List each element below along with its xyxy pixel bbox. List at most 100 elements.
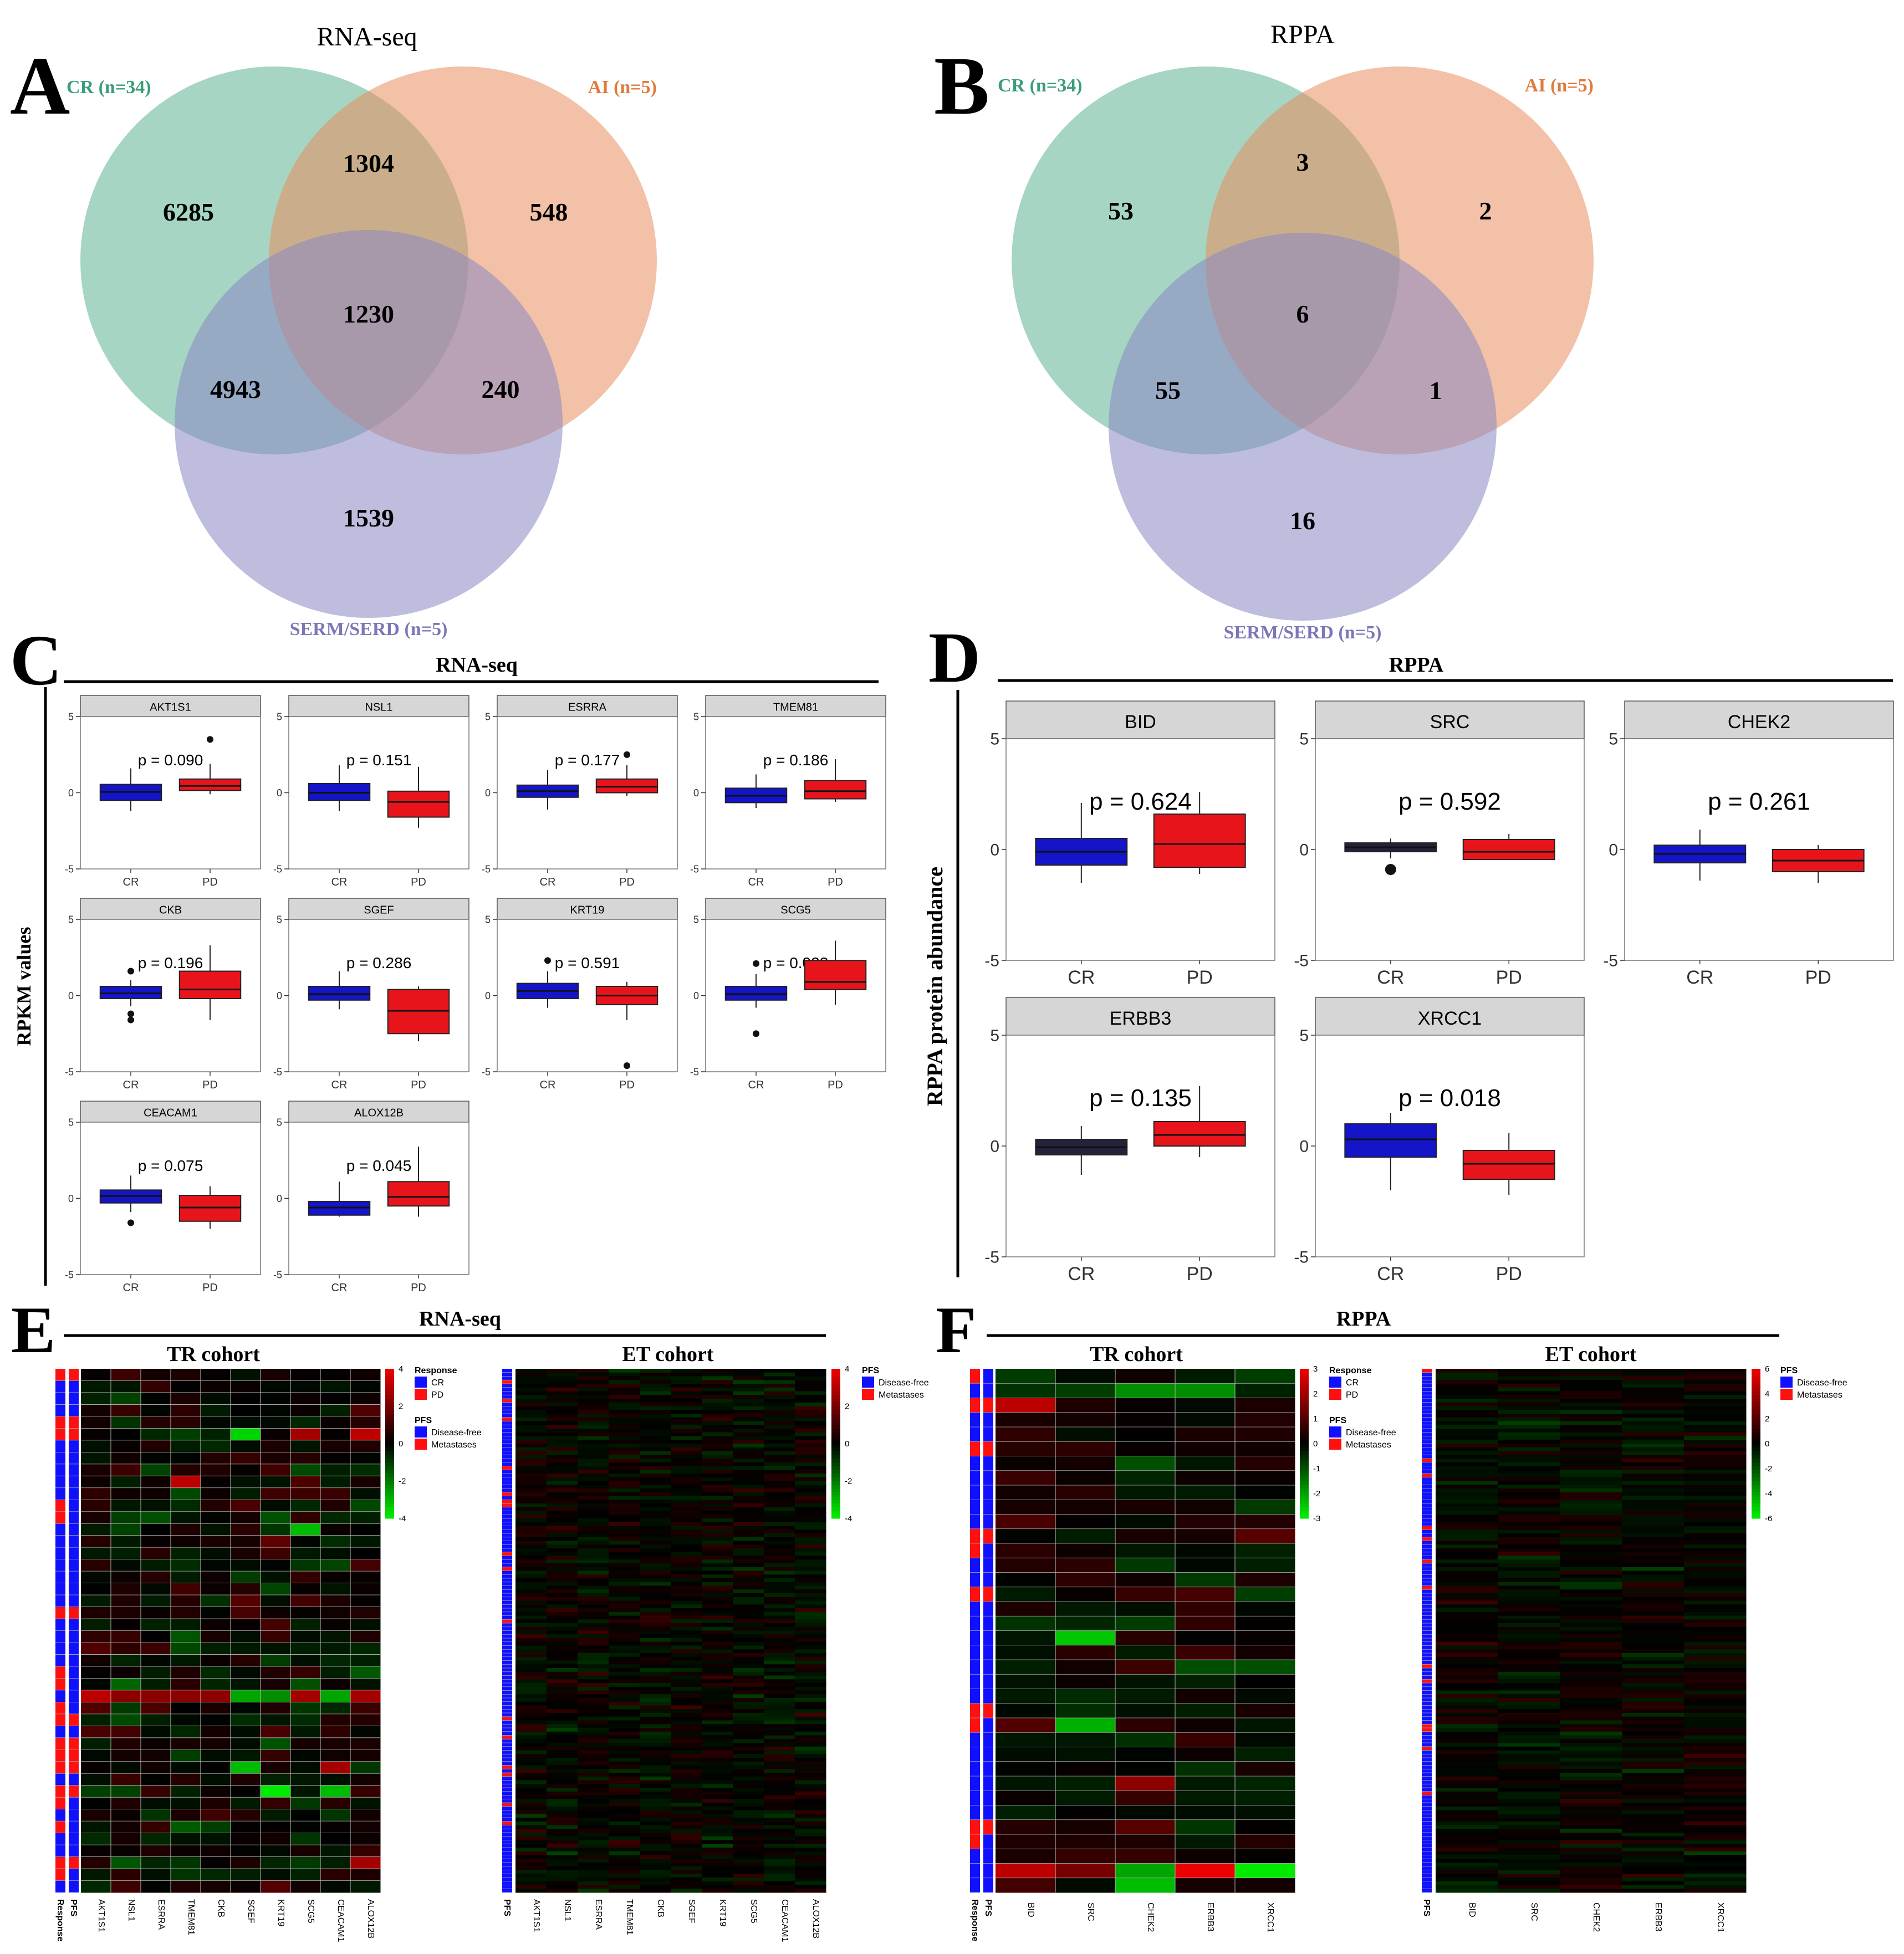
heatmap-cell: [320, 1404, 351, 1417]
heatmap-cell: [1436, 1649, 1498, 1654]
heatmap-cell: [1684, 1859, 1747, 1863]
heatmap-cell: [764, 1600, 795, 1605]
heatmap-cell: [350, 1797, 381, 1810]
heatmap-cell: [795, 1769, 826, 1773]
heatmap-cell: [515, 1791, 547, 1796]
heatmap-cell: [201, 1416, 231, 1429]
heatmap-cell: [1055, 1412, 1116, 1428]
heatmap-cell: [515, 1806, 547, 1810]
heatmap-cell: [795, 1380, 826, 1384]
heatmap-cell: [609, 1556, 640, 1560]
heatmap-cell: [1560, 1821, 1622, 1825]
heatmap-cell: [1684, 1705, 1747, 1710]
color-scale-step: [1752, 1496, 1760, 1500]
heatmap-cell: [671, 1421, 702, 1425]
heatmap-cell: [702, 1563, 733, 1568]
heatmap-cell: [640, 1683, 671, 1687]
heatmap-cell: [1175, 1602, 1236, 1617]
heatmap-cell: [795, 1571, 826, 1575]
y-tick-label: -5: [984, 1249, 999, 1267]
heatmap-cell: [547, 1589, 578, 1594]
heatmap-cell: [702, 1671, 733, 1676]
y-tick-label: 5: [990, 1027, 999, 1045]
heatmap-cell: [640, 1459, 671, 1463]
heatmap-cell: [320, 1821, 351, 1834]
heatmap-cell: [764, 1653, 795, 1658]
heatmap-cell: [231, 1773, 261, 1786]
heatmap-cell: [1498, 1844, 1560, 1848]
heatmap-cell: [547, 1866, 578, 1870]
heatmap-cell: [764, 1833, 795, 1837]
heatmap-cell: [1498, 1533, 1560, 1538]
heatmap-cell: [671, 1881, 702, 1885]
heatmap-cell: [578, 1889, 609, 1893]
heatmap-cell: [261, 1595, 291, 1608]
annot-pfs-track-cell: [1422, 1537, 1432, 1541]
heatmap-cell: [578, 1814, 609, 1818]
heatmap-cell: [733, 1866, 764, 1870]
heatmap-cell: [609, 1597, 640, 1601]
heatmap-cell: [515, 1758, 547, 1762]
box-iqr: [178, 778, 242, 791]
heatmap-cell: [1055, 1805, 1116, 1820]
heatmap-cell: [1684, 1515, 1747, 1519]
heatmap-cell: [320, 1571, 351, 1584]
heatmap-cell: [764, 1728, 795, 1732]
heatmap-cell: [547, 1623, 578, 1628]
annot-pfs-track-cell: [502, 1417, 512, 1421]
color-scale-step: [385, 1462, 394, 1466]
heatmap-cell: [702, 1623, 733, 1628]
heatmap-cell: [795, 1859, 826, 1863]
color-scale-label: 0: [399, 1439, 403, 1449]
heatmap-cell: [547, 1425, 578, 1429]
y-tick-label: 0: [990, 1138, 999, 1156]
heatmap-cell: [320, 1809, 351, 1822]
heatmap-cell: [671, 1634, 702, 1639]
heatmap-cell: [733, 1728, 764, 1732]
heatmap-cell: [290, 1500, 321, 1512]
heatmap-cell: [1115, 1369, 1176, 1384]
heatmap-cell: [1622, 1829, 1684, 1833]
heatmap-cell: [578, 1720, 609, 1725]
heatmap-cell: [1622, 1507, 1684, 1511]
heatmap-cell: [795, 1406, 826, 1410]
venn-value-cr-only: 6285: [163, 198, 214, 226]
annot-track-label: PFS: [983, 1899, 993, 1916]
heatmap-cell: [609, 1825, 640, 1829]
heatmap-cell: [733, 1515, 764, 1519]
heatmap-cell: [702, 1503, 733, 1508]
heatmap-cell: [201, 1797, 231, 1810]
heatmap-cell: [1436, 1889, 1498, 1893]
heatmap-cell: [609, 1571, 640, 1575]
heatmap-cell: [547, 1773, 578, 1777]
heatmap-cell: [578, 1518, 609, 1523]
heatmap-cell: [141, 1619, 171, 1631]
heatmap-cell: [1560, 1806, 1622, 1810]
heatmap-cell: [1235, 1630, 1295, 1646]
heatmap-cell: [795, 1664, 826, 1669]
heatmap-cell: [515, 1459, 547, 1463]
color-scale-label: -2: [1313, 1489, 1320, 1498]
heatmap-cell: [733, 1585, 764, 1590]
heatmap-cell: [702, 1750, 733, 1754]
heatmap-cell: [1560, 1567, 1622, 1571]
heatmap-cell: [171, 1856, 201, 1869]
heatmap-cell: [1175, 1660, 1236, 1675]
heatmap-cell: [609, 1795, 640, 1799]
venn-value-cr-only: 53: [1108, 197, 1134, 225]
heatmap-cell: [231, 1750, 261, 1762]
heatmap-cell: [609, 1462, 640, 1466]
heatmap-cell: [795, 1671, 826, 1676]
heatmap-cell: [1622, 1563, 1684, 1568]
heatmap-cell: [1622, 1593, 1684, 1598]
heatmap-cell: [547, 1511, 578, 1515]
annot-pfs-track-cell: [1422, 1474, 1432, 1477]
y-tick-label: 5: [990, 730, 999, 749]
heatmap-cell: [702, 1784, 733, 1788]
heatmap-cell: [702, 1731, 733, 1736]
heatmap-cell: [671, 1668, 702, 1672]
heatmap-cell: [350, 1440, 381, 1452]
y-tick-label: -5: [690, 863, 699, 874]
